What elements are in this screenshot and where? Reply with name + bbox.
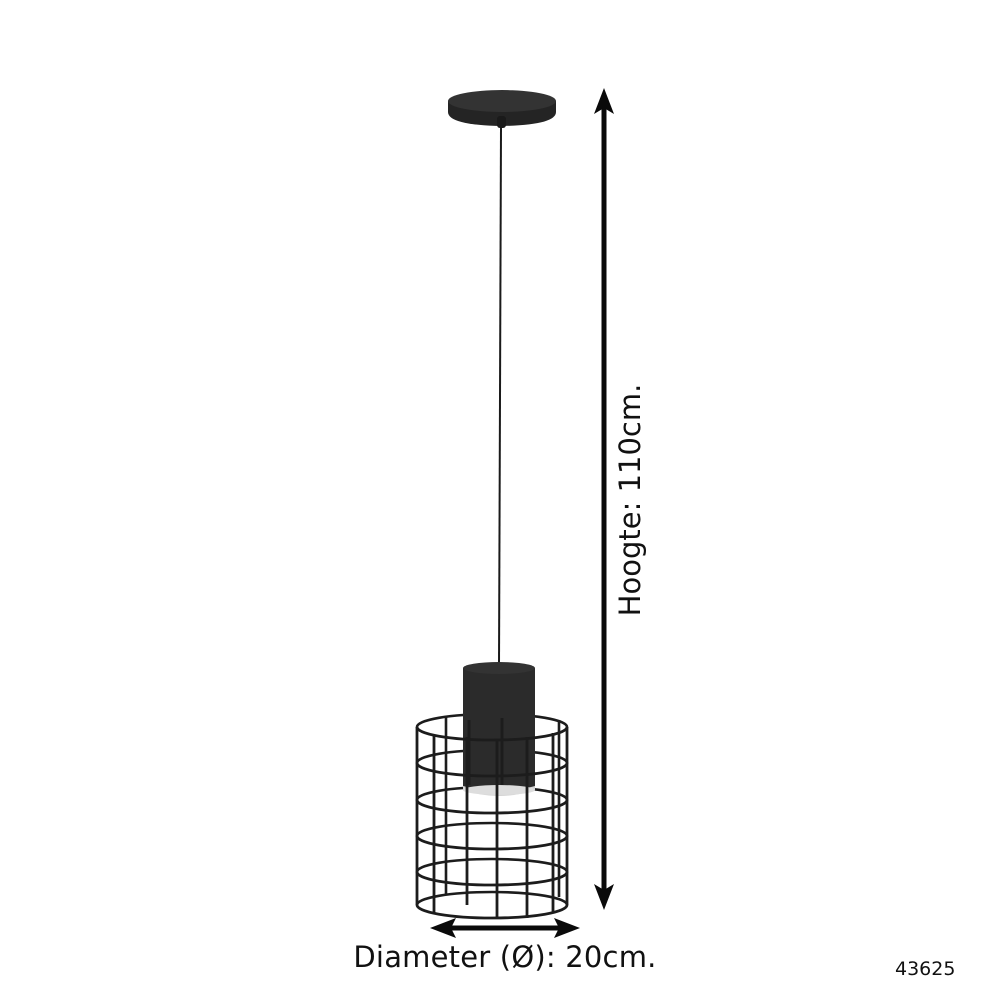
ceiling-canopy	[448, 90, 556, 128]
suspension-cable	[498, 127, 502, 666]
height-arrow-icon	[594, 88, 614, 910]
product-code: 43625	[895, 958, 956, 980]
wire-cage-front	[415, 718, 569, 920]
diameter-dimension-label: Diameter (Ø): 20cm.	[353, 940, 657, 974]
diameter-arrow-icon	[430, 918, 580, 938]
lamp-shade-cylinder	[463, 662, 535, 796]
wire-cage-back	[415, 712, 569, 906]
height-dimension-label: Hoogte: 110cm.	[613, 383, 647, 617]
